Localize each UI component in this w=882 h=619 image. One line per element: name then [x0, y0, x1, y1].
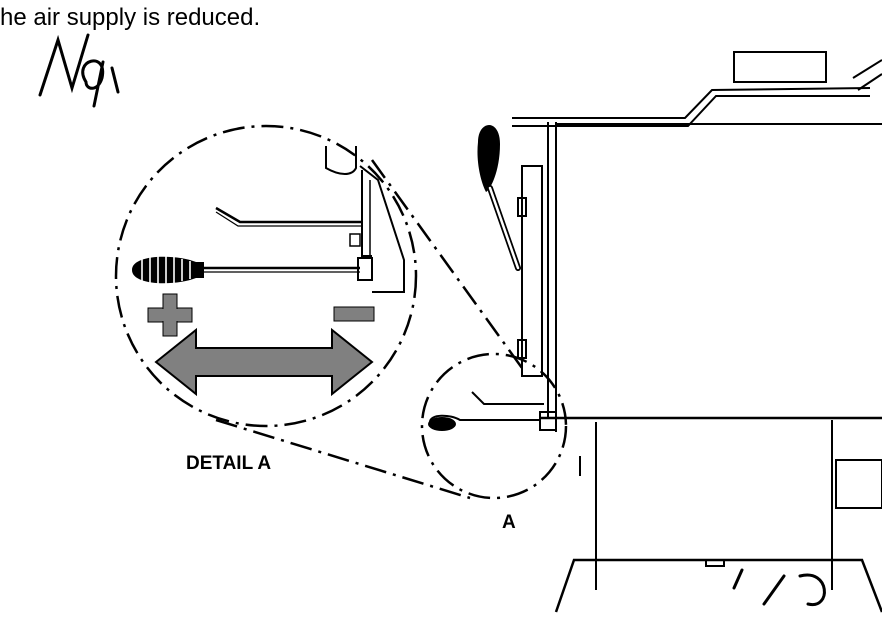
detail-a-circle	[114, 124, 418, 428]
plus-icon	[147, 293, 193, 337]
callout-connector-lines	[215, 159, 524, 500]
detail-a-label: DETAIL A	[186, 453, 271, 474]
watermark-fragments	[38, 33, 826, 606]
callout-a-label: A	[502, 512, 516, 533]
handle-lever-main	[477, 125, 521, 271]
stove-body	[512, 51, 882, 613]
minus-icon	[333, 306, 375, 322]
small-knob-icon	[428, 417, 456, 431]
knob-coil-icon	[132, 256, 204, 284]
double-arrow-icon	[154, 327, 374, 397]
callout-circle-a	[420, 352, 568, 500]
caption-text: he air supply is reduced.	[0, 4, 261, 31]
